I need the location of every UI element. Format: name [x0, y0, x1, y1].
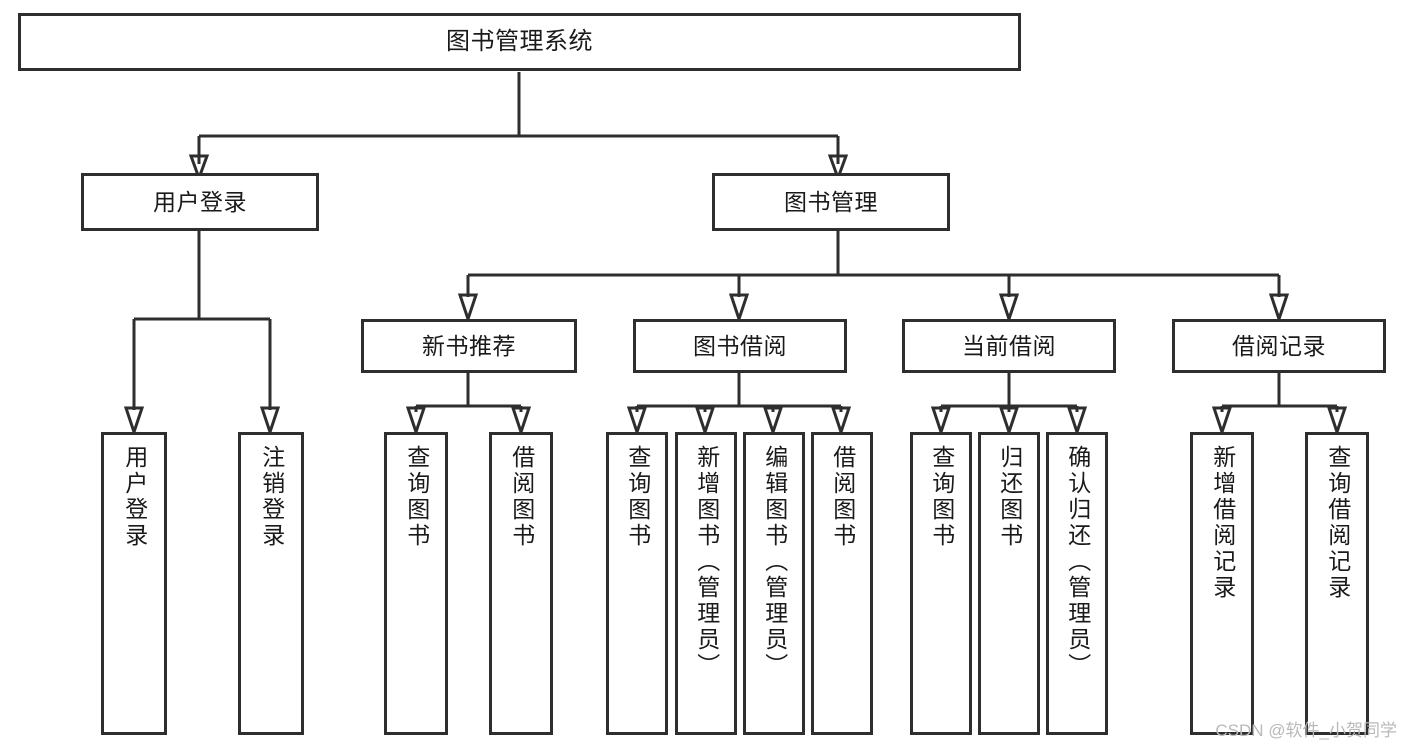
leaf-user-login[interactable]: 用户登录 [101, 432, 167, 735]
arrow-leaf-logout [259, 406, 281, 437]
node-label: 查询借阅记录 [1324, 445, 1351, 601]
arrow-cb-leaf2 [998, 406, 1020, 437]
node-label: 确认归还（管理员） [1064, 445, 1091, 679]
node-label: 借阅图书 [508, 445, 535, 549]
node-label: 查询图书 [928, 445, 955, 549]
leaf-borrow-book-borrowing[interactable]: 借阅图书 [811, 432, 873, 735]
leaf-query-book-recommend[interactable]: 查询图书 [384, 432, 448, 735]
leaf-edit-book-admin[interactable]: 编辑图书（管理员） [743, 432, 805, 735]
arrow-bb-leaf1 [626, 406, 648, 437]
leaf-query-book-borrowing[interactable]: 查询图书 [606, 432, 668, 735]
arrow-borrow-record [1268, 293, 1290, 324]
arrow-bb-leaf4 [830, 406, 852, 437]
node-label: 图书借阅 [693, 332, 787, 359]
node-label: 借阅图书 [829, 445, 856, 549]
node-label: 图书管理 [784, 188, 878, 215]
node-label: 用户登录 [153, 188, 247, 215]
arrow-leaf-user-login [123, 406, 145, 437]
leaf-query-book-current[interactable]: 查询图书 [910, 432, 972, 735]
leaf-logout[interactable]: 注销登录 [238, 432, 304, 735]
arrow-bb-leaf2 [694, 406, 716, 437]
node-label: 新增借阅记录 [1209, 445, 1236, 601]
node-current-borrowing[interactable]: 当前借阅 [902, 319, 1116, 373]
node-root-book-management-system[interactable]: 图书管理系统 [18, 13, 1021, 71]
watermark: CSDN @软件_小贺同学 [1215, 721, 1397, 740]
node-new-book-recommendation[interactable]: 新书推荐 [361, 319, 577, 373]
arrow-nb-leaf2 [510, 406, 532, 437]
node-label: 当前借阅 [962, 332, 1056, 359]
node-label: 注销登录 [258, 445, 285, 549]
arrow-current-borrow [998, 293, 1020, 324]
node-label: 新增图书（管理员） [693, 445, 720, 679]
leaf-confirm-return-admin[interactable]: 确认归还（管理员） [1046, 432, 1108, 735]
leaf-add-borrow-record[interactable]: 新增借阅记录 [1190, 432, 1254, 735]
node-label: 用户登录 [121, 445, 148, 549]
node-book-management[interactable]: 图书管理 [712, 173, 950, 231]
node-label: 查询图书 [403, 445, 430, 549]
node-label: 编辑图书（管理员） [761, 445, 788, 679]
node-borrowing-record[interactable]: 借阅记录 [1172, 319, 1386, 373]
node-label: 图书管理系统 [446, 28, 593, 56]
arrow-book-borrow [728, 293, 750, 324]
node-label: 新书推荐 [422, 332, 516, 359]
arrow-br-leaf2 [1326, 406, 1348, 437]
leaf-query-borrow-record[interactable]: 查询借阅记录 [1305, 432, 1369, 735]
leaf-borrow-book-recommend[interactable]: 借阅图书 [489, 432, 553, 735]
arrow-nb-leaf1 [405, 406, 427, 437]
node-book-borrowing[interactable]: 图书借阅 [633, 319, 847, 373]
node-user-login[interactable]: 用户登录 [81, 173, 319, 231]
leaf-add-book-admin[interactable]: 新增图书（管理员） [675, 432, 737, 735]
arrow-cb-leaf1 [930, 406, 952, 437]
leaf-return-book[interactable]: 归还图书 [978, 432, 1040, 735]
node-label: 查询图书 [624, 445, 651, 549]
arrow-cb-leaf3 [1066, 406, 1088, 437]
node-label: 归还图书 [996, 445, 1023, 549]
node-label: 借阅记录 [1232, 332, 1326, 359]
arrow-new-book [457, 293, 479, 324]
arrow-bb-leaf3 [762, 406, 784, 437]
arrow-br-leaf1 [1211, 406, 1233, 437]
